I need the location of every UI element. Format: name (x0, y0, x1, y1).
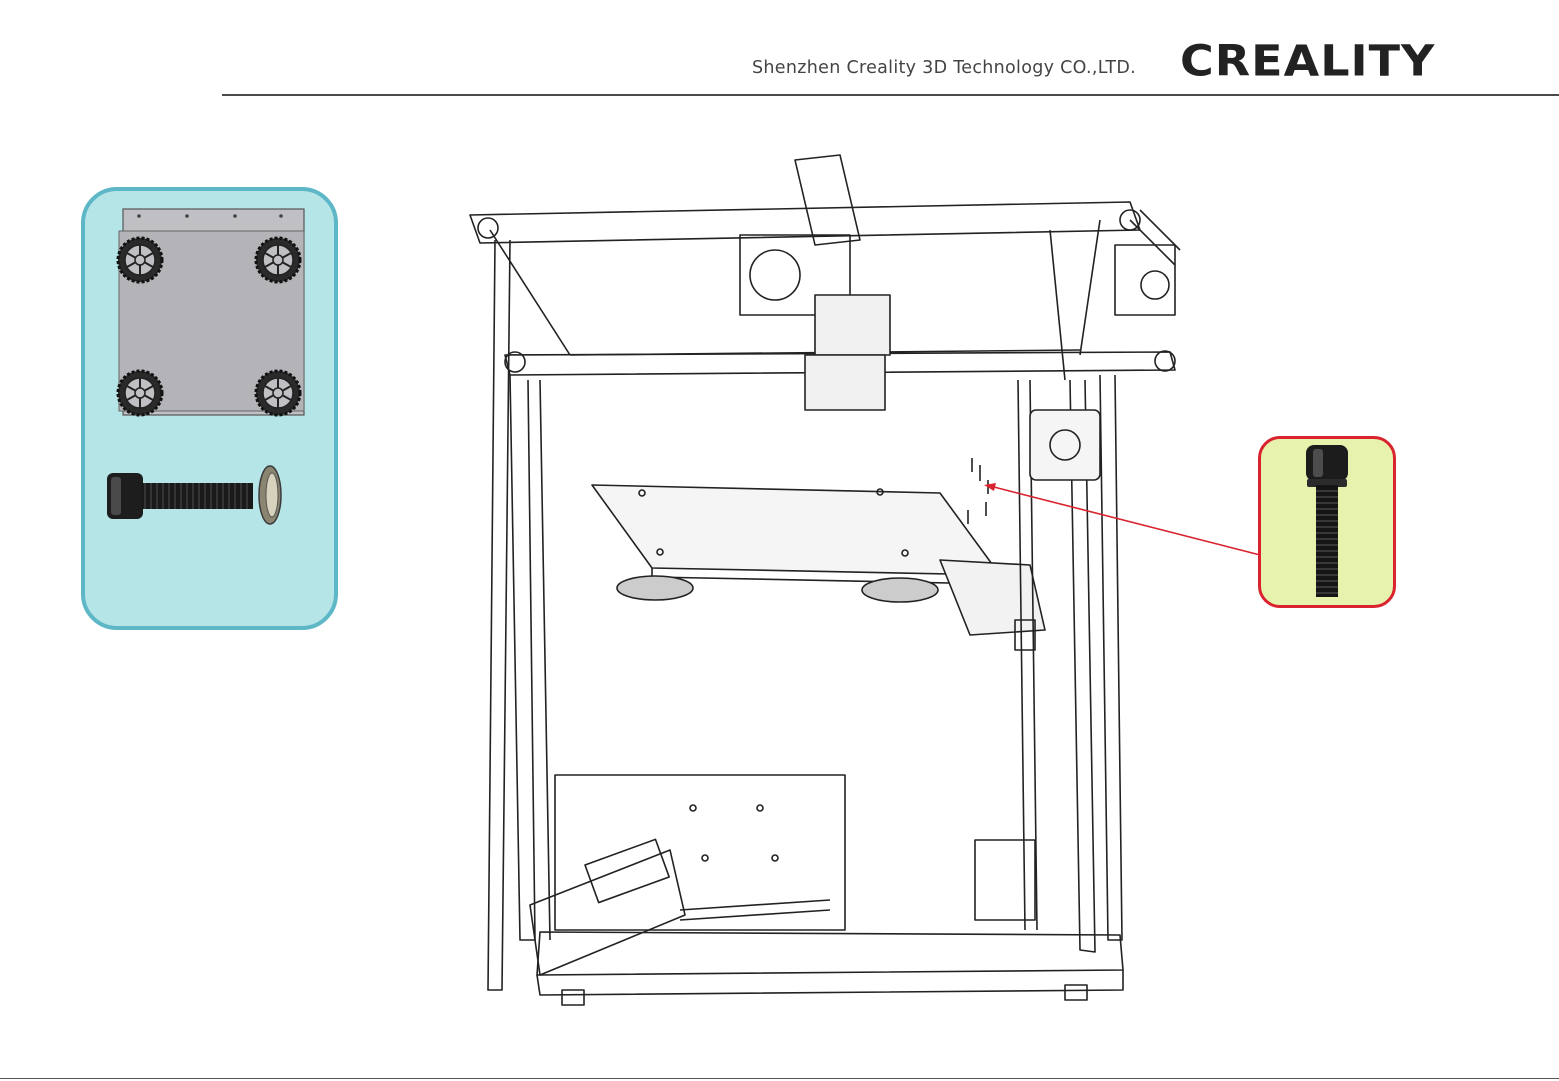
brand-logo: CREALITY (1180, 40, 1435, 82)
footer-divider (0, 1078, 1559, 1079)
hex-socket-screw-icon (1261, 439, 1393, 605)
parts-panel-graphic (85, 191, 334, 626)
company-name: Shenzhen Creality 3D Technology CO.,LTD. (752, 58, 1136, 78)
leveling-knob-icon (256, 238, 300, 282)
header-divider (222, 94, 1559, 96)
leveling-knob-icon (118, 371, 162, 415)
hex-socket-screw-icon (107, 473, 253, 519)
heated-bed-plate-with-leveling-knobs-icon (118, 209, 304, 415)
screw-callout-box (1258, 436, 1396, 608)
leveling-knob-icon (256, 371, 300, 415)
3d-printer-frame-icon (440, 140, 1200, 1010)
parts-panel (81, 187, 338, 630)
spacer-washer-icon (259, 466, 281, 524)
leveling-knob-icon (118, 238, 162, 282)
